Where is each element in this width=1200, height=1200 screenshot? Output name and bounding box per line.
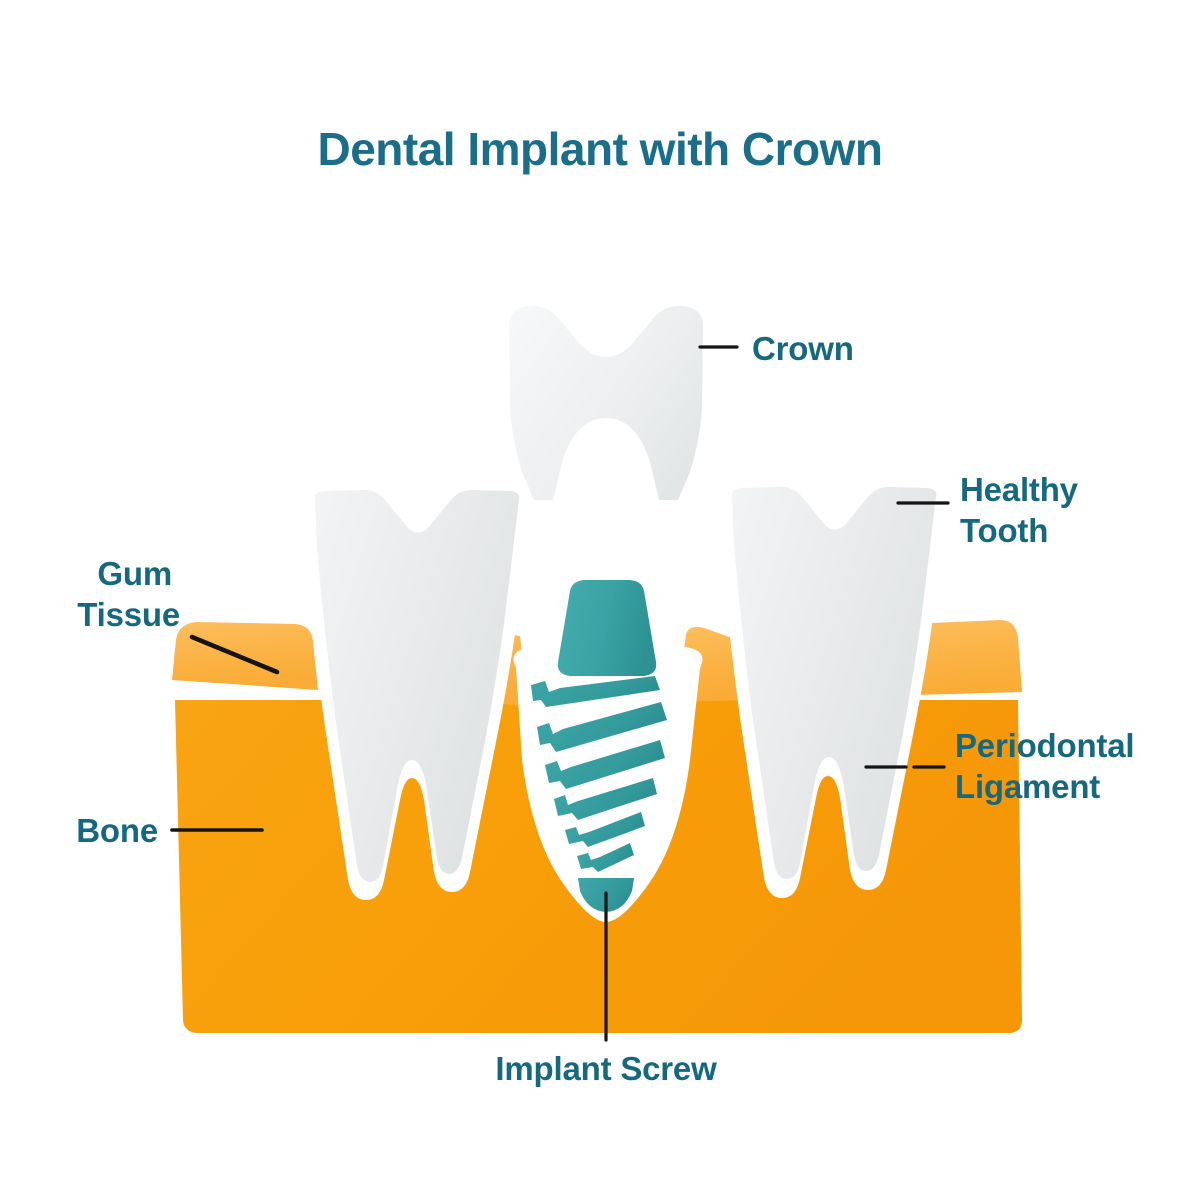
leader-lines [170,345,950,1042]
label-crown[interactable]: Crown [752,330,854,367]
leader-line-gum-tissue [189,634,280,675]
label-implant-screw[interactable]: Implant Screw [495,1050,717,1087]
label-gum-tissue-line1: Gum [97,555,172,592]
left-healthy-tooth [299,479,533,900]
implant-thread-6 [577,843,634,872]
implant-abutment [557,580,657,676]
label-bone[interactable]: Bone [76,812,158,849]
page-title: Dental Implant with Crown [317,123,882,175]
label-periodontal-ligament-line2: Ligament [955,768,1100,805]
right-healthy-tooth [716,476,949,898]
implant-thread-5 [565,812,645,847]
label-gum-tissue-line2: Tissue [77,596,180,633]
label-gum-tissue[interactable]: Gum Tissue [77,555,180,633]
implant-thread-2 [537,702,667,752]
implant-thread-1 [531,676,660,707]
implant-thread-3 [545,740,665,789]
label-periodontal-ligament-line1: Periodontal [955,727,1134,764]
label-healthy-tooth-line1: Healthy [960,471,1079,508]
annotation-labels: Crown Healthy Tooth Periodontal Ligament… [76,330,1134,1087]
label-healthy-tooth[interactable]: Healthy Tooth [960,471,1079,549]
label-periodontal-ligament[interactable]: Periodontal Ligament [955,727,1135,805]
crown-restoration [509,305,703,500]
label-healthy-tooth-line2: Tooth [960,512,1048,549]
implant-thread-4 [554,778,657,820]
